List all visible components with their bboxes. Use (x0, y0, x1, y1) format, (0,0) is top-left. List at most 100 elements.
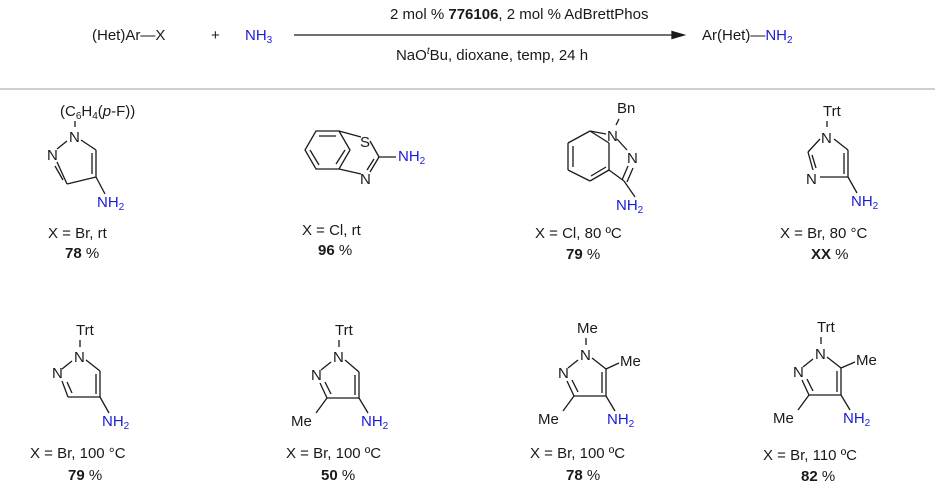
reaction-arrow-icon (294, 30, 687, 40)
tert-superscript: t (426, 46, 430, 57)
amine-nh: NH (843, 410, 865, 427)
product-nh: NH (765, 27, 788, 44)
methyl-label: Me (291, 413, 312, 430)
product-ar-het: Ar(Het) (702, 27, 751, 44)
amine-nh: NH (97, 194, 119, 211)
condition-label: X = Cl, rt (302, 222, 361, 239)
yield-unit: % (81, 245, 100, 262)
catalyst-id: 776106 (448, 6, 499, 23)
ammonia-subscript: 3 (266, 35, 273, 46)
ammonia-reagent: NH3 (245, 27, 273, 46)
substituent-aryl-pf: (C6H4(p-F)) (60, 103, 135, 122)
methyl-label-5: Me (856, 352, 877, 369)
amine-group: NH2 (398, 148, 425, 167)
amine-nh: NH (851, 193, 873, 210)
reactant-bond: — (140, 27, 156, 44)
yield-label: 78 % (566, 467, 600, 484)
yield-unit: % (582, 246, 601, 263)
condition-label: X = Br, 100 ºC (530, 445, 626, 462)
amine-sub: 2 (864, 418, 871, 429)
substituent-trt: Trt (817, 319, 835, 336)
amine-nh: NH (102, 413, 124, 430)
substituent-trt: Trt (823, 103, 841, 120)
ligand-loading: , 2 mol % AdBrettPhos (498, 6, 649, 23)
plus-sign: + (211, 27, 220, 44)
svg-text:N: N (74, 349, 85, 366)
amine-nh: NH (361, 413, 383, 430)
methyl-label-5: Me (620, 353, 641, 370)
imidazole-structure-icon: N N (806, 121, 858, 194)
benzothiazole-structure-icon: S N (304, 130, 396, 188)
svg-text:N: N (815, 346, 826, 363)
condition-label: X = Br, 100 ºC (286, 445, 382, 462)
amine-sub: 2 (637, 205, 644, 216)
base-naotbu: NaO (395, 47, 427, 64)
methyl-label-3: Me (538, 411, 559, 428)
amine-sub: 2 (382, 421, 389, 432)
yield-label: XX % (811, 246, 849, 263)
svg-text:S: S (360, 134, 370, 151)
conditions-top: 2 mol % 776106, 2 mol % AdBrettPhos (390, 6, 649, 23)
svg-text:N: N (47, 147, 58, 164)
amine-nh: NH (616, 197, 638, 214)
svg-text:N: N (333, 349, 344, 366)
divider (0, 88, 935, 90)
yield-label: 96 % (318, 242, 352, 259)
amine-group: NH2 (843, 410, 871, 429)
svg-text:N: N (360, 171, 371, 188)
yield-value: 78 (566, 467, 583, 484)
yield-label: 78 % (65, 245, 99, 262)
svg-text:N: N (311, 367, 322, 384)
yield-label: 79 % (566, 246, 600, 263)
yield-value: 96 (318, 242, 335, 259)
aryl-sub6: 6 (75, 111, 82, 122)
svg-text:N: N (558, 365, 569, 382)
reactant-label: (Het)Ar—X (92, 27, 165, 44)
methyl-label-3: Me (773, 410, 794, 427)
substituent-trt: Trt (335, 322, 353, 339)
yield-unit: % (334, 242, 353, 259)
amine-group: NH2 (97, 194, 125, 213)
svg-text:N: N (806, 171, 817, 188)
amine-sub: 2 (118, 202, 125, 213)
svg-text:N: N (607, 128, 618, 145)
ammonia-nh: NH (245, 27, 267, 44)
yield-unit: % (582, 467, 601, 484)
amine-sub: 2 (872, 201, 879, 212)
substituent-bn: Bn (617, 100, 636, 117)
svg-text:N: N (821, 130, 832, 147)
yield-label: 50 % (321, 467, 355, 484)
product-subscript: 2 (787, 35, 793, 46)
yield-value: 78 (65, 245, 82, 262)
aryl-para: p (102, 103, 112, 120)
yield-value: 79 (68, 467, 85, 484)
product-amine: NH2 (765, 27, 793, 46)
aryl-h: H (81, 103, 93, 120)
condition-label: X = Br, 80 °C (780, 225, 868, 242)
yield-value: 50 (321, 467, 338, 484)
catalyst-loading: 2 mol % (390, 6, 449, 23)
yield-label: 82 % (801, 468, 835, 485)
reactant-halide-x: X (155, 27, 166, 44)
condition-label: X = Br, 100 °C (30, 445, 126, 462)
substituent-trt: Trt (76, 322, 94, 339)
reactant-het-ar: (Het)Ar (92, 27, 141, 44)
amine-group: NH2 (102, 413, 129, 432)
yield-unit: % (84, 467, 103, 484)
yield-unit: % (817, 468, 836, 485)
amine-sub: 2 (628, 419, 635, 430)
amine-nh: NH (607, 411, 629, 428)
amine-group: NH2 (361, 413, 389, 432)
condition-label: X = Br, 110 ºC (763, 447, 857, 464)
aryl-paren: ( (97, 103, 103, 120)
aryl-c: (C (60, 103, 76, 120)
conditions-bottom: NaOtBu, dioxane, temp, 24 h (392, 46, 592, 65)
yield-label: 79 % (68, 467, 102, 484)
solvent-temp-time: Bu, dioxane, temp, 24 h (429, 47, 589, 64)
yield-value: 79 (566, 246, 583, 263)
condition-label: X = Br, rt (48, 225, 107, 242)
product-bond: — (750, 27, 766, 44)
svg-text:N: N (580, 347, 591, 364)
